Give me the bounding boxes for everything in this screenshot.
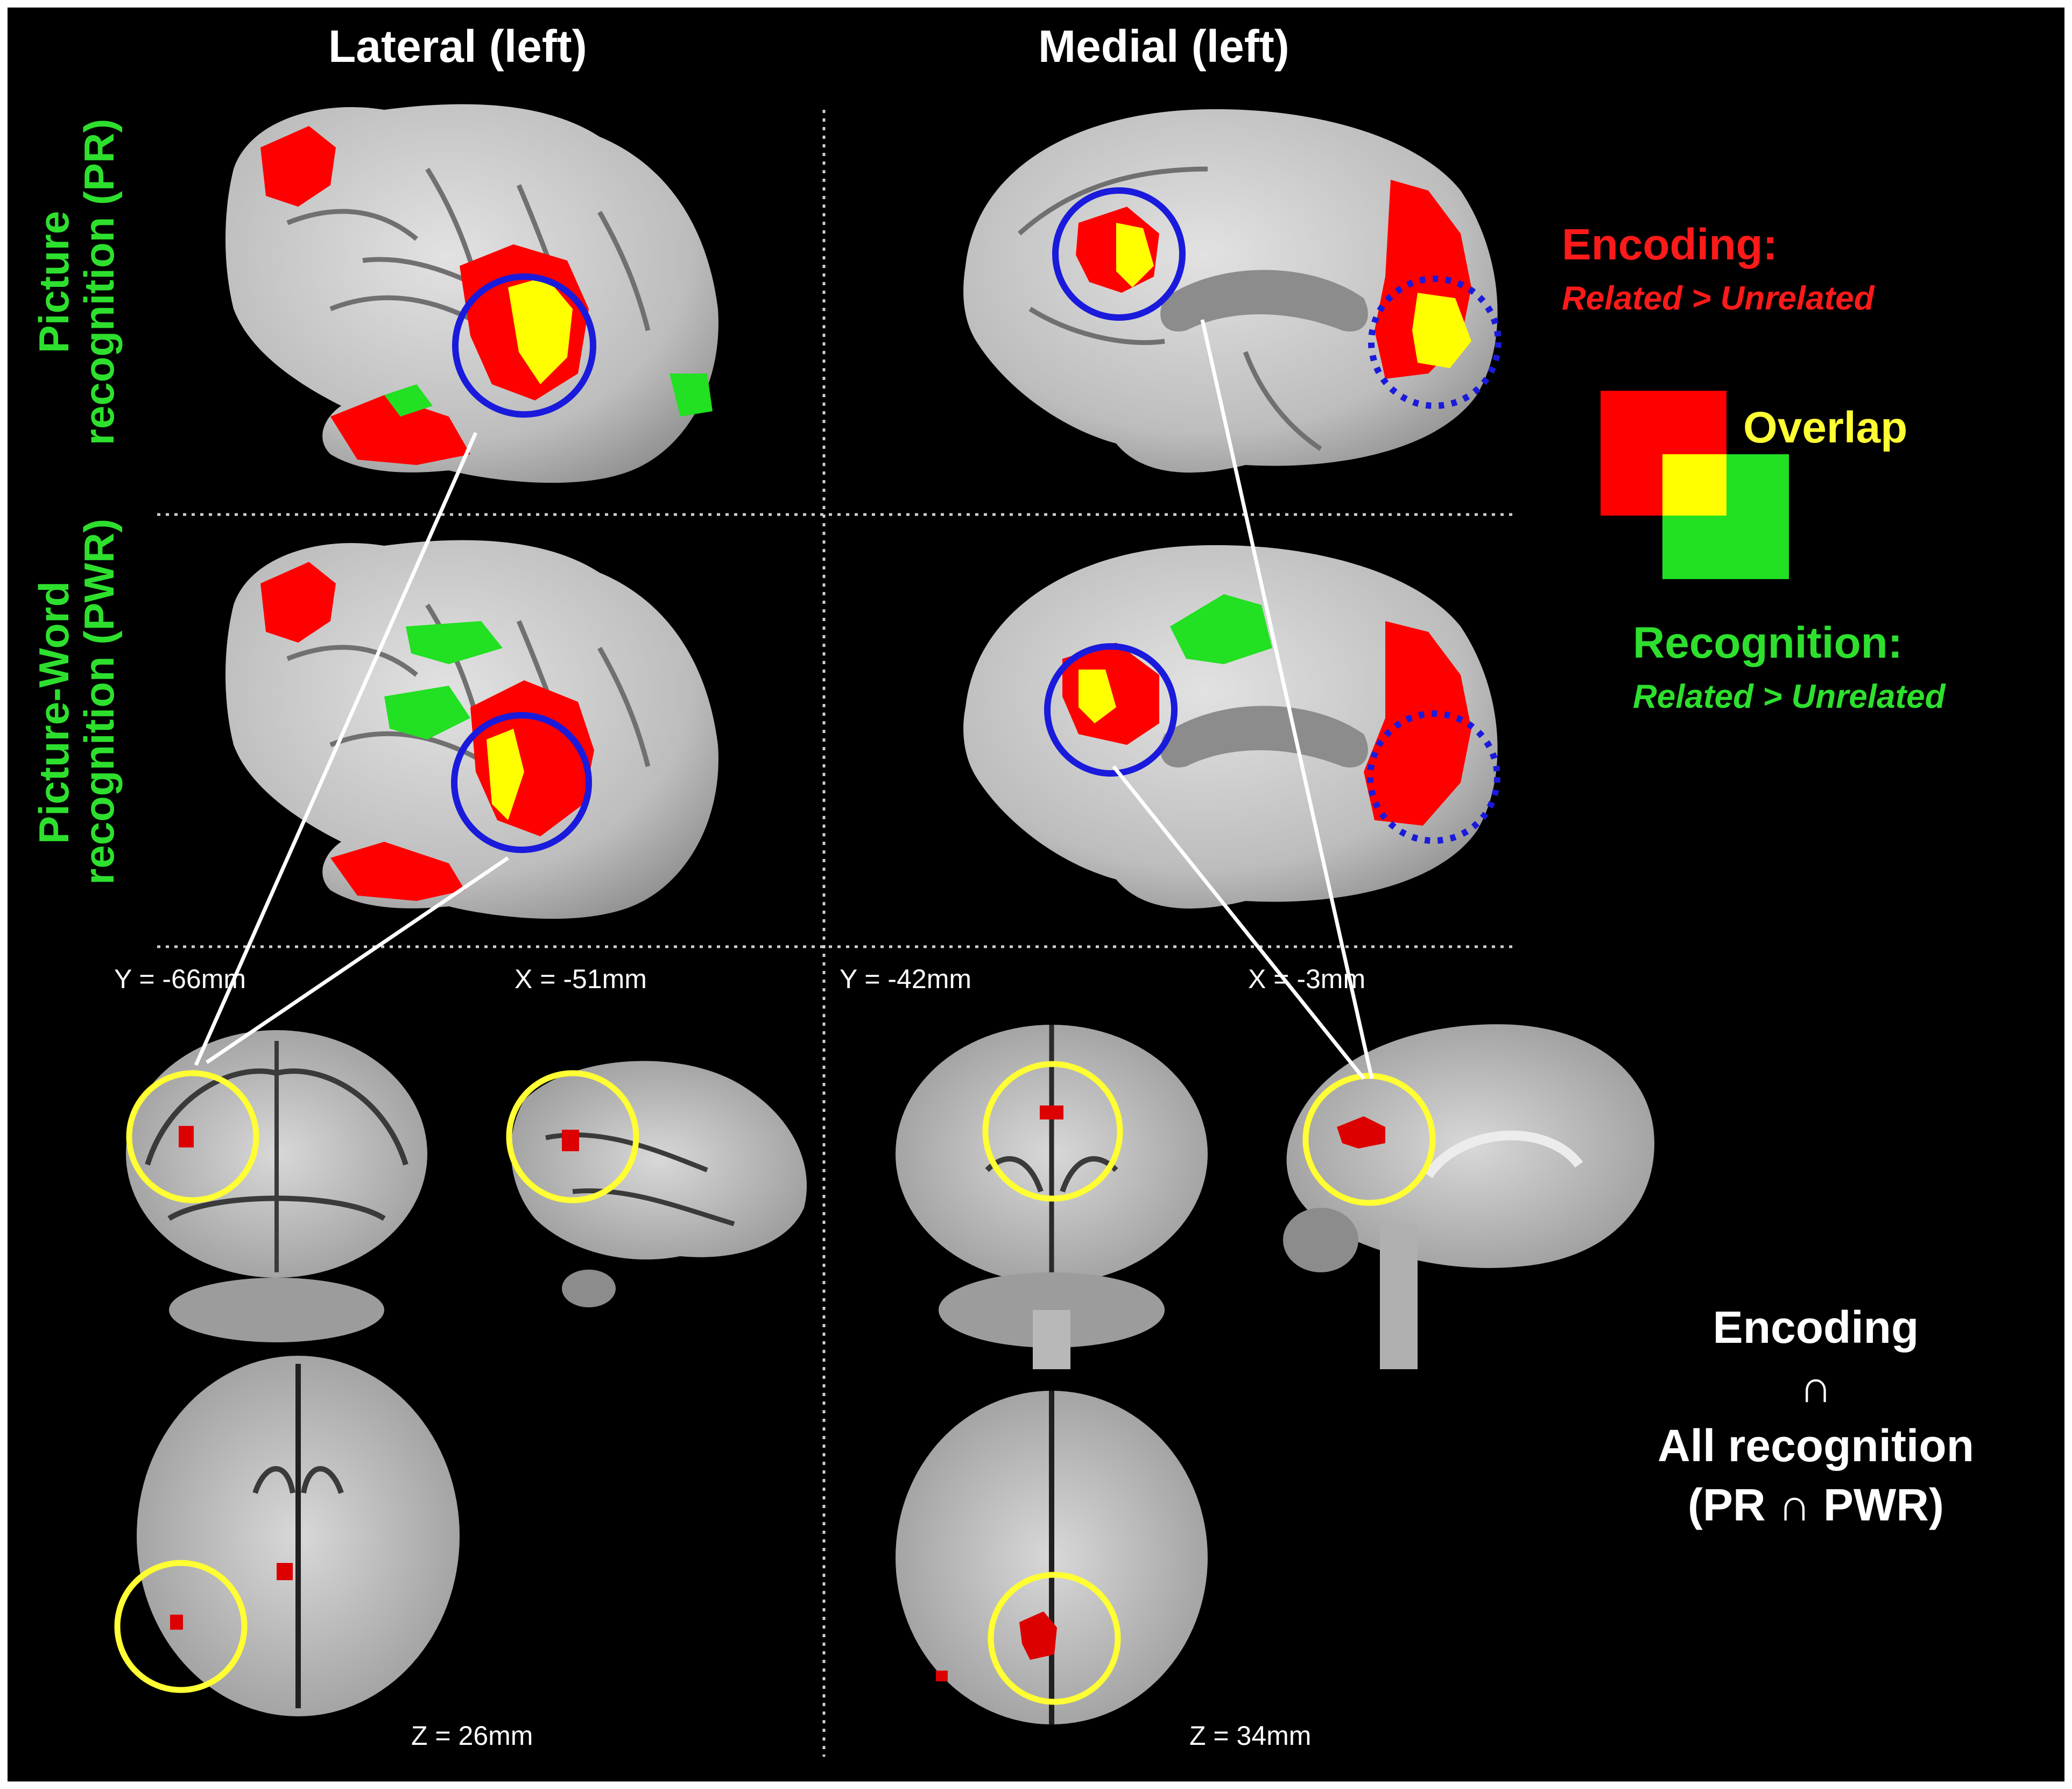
summary-line-4: (PR ∩ PWR) xyxy=(1688,1480,1944,1530)
column-title-medial: Medial (left) xyxy=(1038,21,1289,72)
medial-coronal-slice xyxy=(896,1025,1208,1369)
lateral-pwr-brain xyxy=(225,540,718,919)
lateral-axial-slice xyxy=(114,1356,460,1716)
medial-axial-slice xyxy=(896,1391,1208,1724)
row-title-pwr-line2: recognition (PWR) xyxy=(75,518,123,885)
slice-label-lat-sagittal: X = -51mm xyxy=(515,964,647,994)
lateral-sagittal-slice xyxy=(506,1061,807,1307)
connector-lat-2 xyxy=(206,856,509,1064)
row-title-pwr-line1: Picture-Word xyxy=(30,581,77,844)
row-title-pr: Picture recognition (PR) xyxy=(30,110,128,454)
figure-panel: Lateral (left) Medial (left) Picture rec… xyxy=(8,8,2064,1781)
connector-med-2 xyxy=(1112,765,1365,1080)
row-title-pr-line2: recognition (PR) xyxy=(75,118,123,446)
legend-encoding-title: Encoding: xyxy=(1562,220,1778,269)
lateral-pr-brain xyxy=(225,104,718,483)
lateral-coronal-slice xyxy=(126,1030,427,1342)
row-title-pwr: Picture-Word recognition (PWR) xyxy=(30,518,128,885)
legend-encoding-contrast: Related > Unrelated xyxy=(1562,280,1874,317)
legend-overlap-label: Overlap xyxy=(1743,403,1908,452)
legend-recognition-title: Recognition: xyxy=(1633,618,1903,667)
summary-line-1: Encoding xyxy=(1712,1302,1919,1353)
slice-label-lat-coronal: Y = -66mm xyxy=(114,964,246,994)
figure-graphics xyxy=(114,104,1789,1757)
summary-line-3: All recognition xyxy=(1658,1420,1974,1471)
legend-recognition-contrast: Related > Unrelated xyxy=(1633,678,1946,715)
slice-label-med-sagittal: X = -3mm xyxy=(1248,964,1366,994)
summary-line-2: ∩ xyxy=(1799,1361,1833,1412)
connector-lat-1 xyxy=(194,432,478,1066)
slice-label-med-coronal: Y = -42mm xyxy=(840,964,971,994)
slice-label-med-axial: Z = 34mm xyxy=(1189,1721,1312,1751)
medial-pr-brain xyxy=(963,109,1502,473)
column-title-lateral: Lateral (left) xyxy=(328,21,587,72)
row-title-pr-line1: Picture xyxy=(30,210,77,354)
legend-swatches xyxy=(1601,391,1789,579)
slice-label-lat-axial: Z = 26mm xyxy=(411,1721,533,1751)
medial-sagittal-slice xyxy=(1283,1024,1654,1369)
summary-block: Encoding ∩ All recognition (PR ∩ PWR) xyxy=(1601,1305,2031,1527)
connector-med-1 xyxy=(1200,319,1374,1079)
medial-pwr-brain xyxy=(963,545,1500,909)
